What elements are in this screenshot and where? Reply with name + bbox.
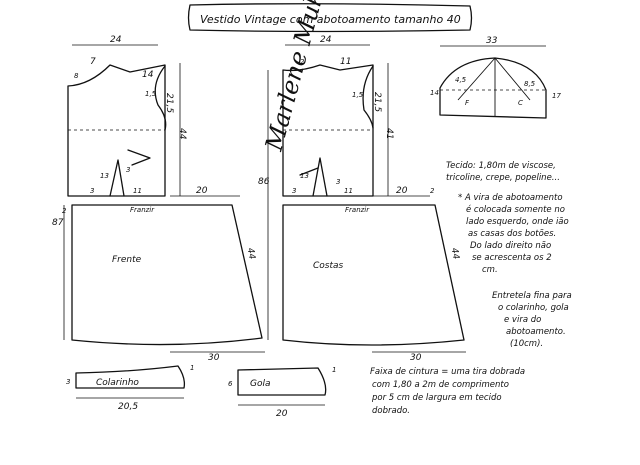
note-interface-4: abotoamento. <box>506 327 566 337</box>
front-skirt-gather: Franzir <box>130 206 155 214</box>
front-side-label: 21,5 <box>164 93 174 113</box>
collar-label: Colarinho <box>96 378 139 388</box>
back-bottom-b-label: 20 <box>396 186 408 196</box>
page-title: Vestido Vintage com abotoamento tamanho … <box>200 13 461 26</box>
front-neck-w-label: 8 <box>74 72 79 80</box>
back-waist-label: 2 <box>430 187 435 195</box>
note-interface-3: e vira do <box>504 315 541 325</box>
notes: Tecido: 1,80m de viscose, tricoline, cre… <box>370 161 572 416</box>
front-waist-c-label: 20 <box>196 186 208 196</box>
note-interface-2: o colarinho, gola <box>498 303 569 313</box>
note-button-3: lado esquerdo, onde ião <box>466 217 569 227</box>
back-armhole-b-label: 21,5 <box>372 92 382 112</box>
back-dart-a-label: 3 <box>336 178 340 186</box>
sleeve-cap-l-label: 14 <box>430 89 439 97</box>
collar-width-label: 20,5 <box>118 402 138 412</box>
back-length-label: 41 <box>384 128 394 139</box>
gola-width-label: 20 <box>276 409 288 419</box>
front-skirt-side-label: 44 <box>245 247 257 260</box>
sleeve-curve-b-label: 8,5 <box>524 80 536 88</box>
front-neck-d-label: 14 <box>142 70 154 80</box>
note-waistband-4: dobrado. <box>372 406 410 416</box>
back-skirt-left-label: 86 <box>258 177 270 187</box>
title-box <box>187 3 473 33</box>
front-dart-b-label: 11 <box>133 187 142 195</box>
note-button-1: * A vira de abotoamento <box>458 193 563 203</box>
front-bodice: 24 7 8 14 1,5 21,5 44 13 3 11 3 2 20 <box>62 35 240 215</box>
front-skirt-label: Frente <box>112 255 142 265</box>
note-waistband-2: com 1,80 a 2m de comprimento <box>372 380 509 390</box>
back-shoulder-label: 11 <box>340 57 351 67</box>
front-armhole-label: 1,5 <box>145 90 157 98</box>
back-bottom-a-label: 3 <box>292 187 296 195</box>
front-waist-b-label: 2 <box>62 207 67 215</box>
sleeve-curve-a-label: 4,5 <box>455 76 467 84</box>
gola-tip-label: 1 <box>332 366 336 374</box>
back-skirt-gather: Franzir <box>345 206 370 214</box>
back-skirt-side-label: 44 <box>449 247 461 260</box>
back-bodice: 24 2 11 1,5 21,5 41 13 3 11 3 20 2 <box>282 35 435 197</box>
back-dart-h-label: 13 <box>300 172 309 180</box>
note-button-6: se acrescenta os 2 <box>472 253 552 263</box>
collar-piece: 3 Colarinho 1 20,5 <box>66 364 194 412</box>
note-waistband-1: Faixa de cintura = uma tira dobrada <box>370 367 525 377</box>
front-skirt-hem-label: 30 <box>208 353 220 363</box>
front-skirt-left-label: 87 <box>52 218 64 228</box>
sleeve-cap-r-label: 17 <box>552 92 561 100</box>
back-skirt-label: Costas <box>313 261 344 271</box>
note-button-7: cm. <box>482 265 498 275</box>
front-shoulder-label: 7 <box>90 57 96 67</box>
note-button-2: é colocada somente no <box>466 204 565 215</box>
sleeve-front-mark: F <box>465 99 470 107</box>
back-armhole-a-label: 1,5 <box>352 91 364 99</box>
back-dart-b-label: 11 <box>344 187 353 195</box>
back-neck-label: 2 <box>300 58 305 66</box>
note-fabric-1: Tecido: 1,80m de viscose, <box>446 161 556 171</box>
note-button-4: as casas dos botões. <box>468 229 556 239</box>
note-button-5: Do lado direito não <box>470 241 551 251</box>
back-skirt-hem-label: 30 <box>410 353 422 363</box>
back-skirt: 86 Franzir Costas 44 30 <box>258 70 466 363</box>
gola-label: Gola <box>250 379 271 389</box>
gola-height-label: 6 <box>228 380 233 388</box>
sleeve-width-label: 33 <box>486 36 498 46</box>
gola-piece: 6 Gola 1 20 <box>228 366 336 419</box>
sleeve: 33 14 17 4,5 8,5 F C <box>430 36 561 119</box>
note-fabric-2: tricoline, crepe, popeline... <box>446 173 560 183</box>
front-width-label: 24 <box>110 35 122 45</box>
front-bottom-a-label: 3 <box>90 187 94 195</box>
back-width-label: 24 <box>320 35 332 45</box>
collar-height-label: 3 <box>66 378 70 386</box>
sleeve-back-mark: C <box>518 99 523 107</box>
front-length-label: 44 <box>177 128 187 140</box>
note-interface-5: (10cm). <box>510 339 543 349</box>
front-skirt: 87 Franzir Frente 44 30 <box>52 204 265 363</box>
note-waistband-3: por 5 cm de largura em tecido <box>371 393 502 403</box>
note-interface-1: Entretela fina para <box>492 291 572 301</box>
front-dart-a-label: 3 <box>126 166 130 174</box>
collar-tip-label: 1 <box>190 364 194 372</box>
front-dart-h-label: 13 <box>100 172 109 180</box>
